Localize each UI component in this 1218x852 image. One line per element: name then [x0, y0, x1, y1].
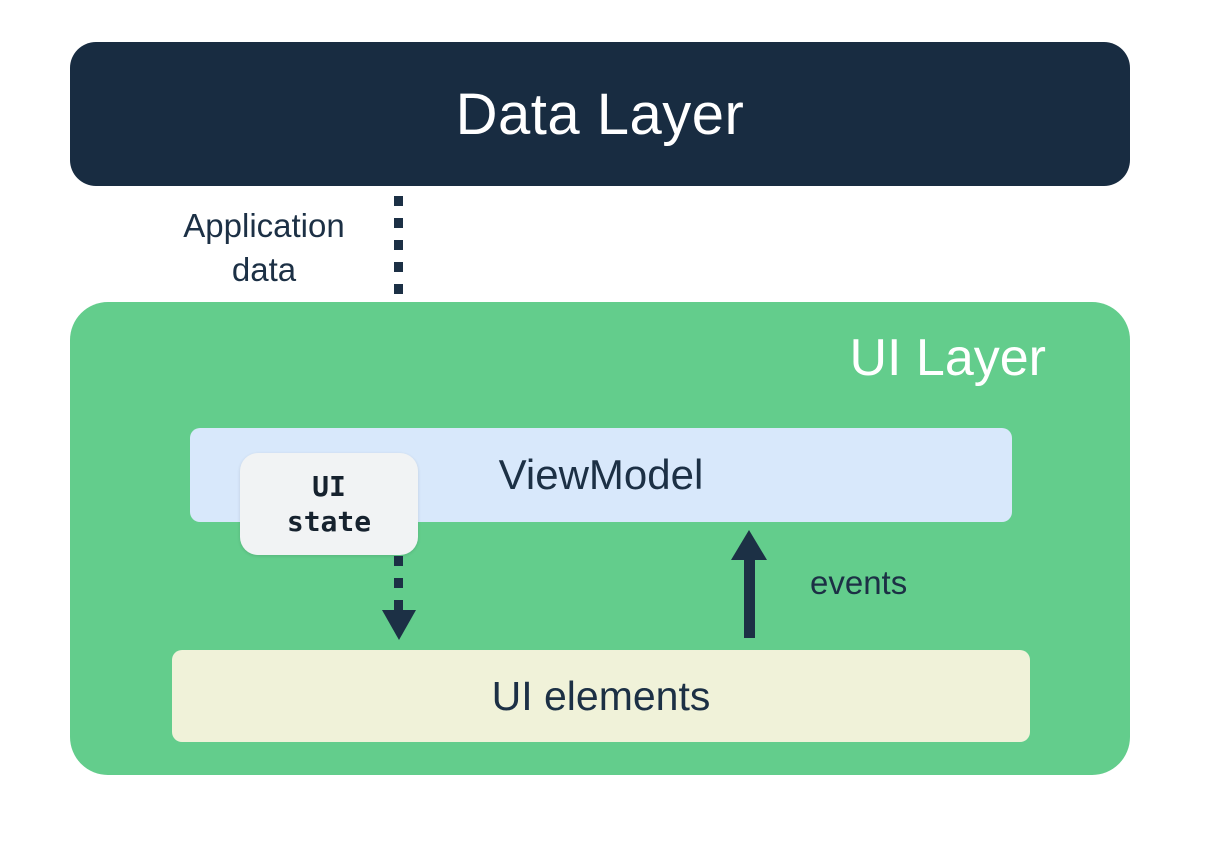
ui-elements-label: UI elements	[491, 672, 711, 719]
data-layer-node: Data Layer	[70, 42, 1130, 186]
ui-state-arrowhead-icon	[382, 610, 416, 640]
application-data-label: Application data	[183, 207, 345, 288]
events-arrowhead-icon	[731, 530, 767, 560]
events-arrow-line	[744, 556, 755, 638]
viewmodel-label: ViewModel	[498, 451, 704, 498]
ui-elements-node: UI elements	[172, 650, 1030, 742]
data-layer-label: Data Layer	[455, 81, 745, 147]
events-label: events	[810, 564, 908, 601]
ui-state-badge: UI state	[240, 453, 418, 555]
application-data-arrow-line	[394, 196, 403, 376]
ui-layer-label: UI Layer	[849, 329, 1046, 387]
ui-state-arrow-line	[394, 556, 403, 610]
